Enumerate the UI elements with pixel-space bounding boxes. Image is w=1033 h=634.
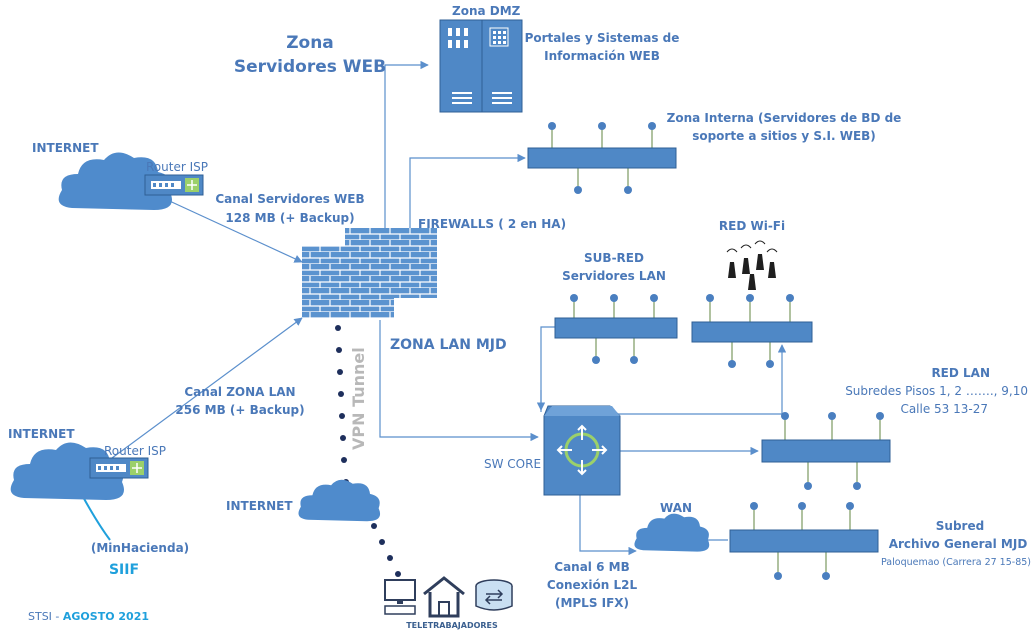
canal-lan-label: 256 MB (+ Backup): [175, 403, 304, 417]
archivo-label: Subred: [936, 519, 984, 533]
canal-6mb-label: Canal 6 MB: [554, 560, 629, 574]
internet-label: INTERNET: [8, 427, 75, 441]
footer-prefix: STSI -: [28, 610, 63, 623]
zona-interna-label: soporte a sitios y S.I. WEB): [692, 129, 876, 143]
server-rack-icon: [439, 19, 523, 113]
router-isp-label: Router ISP: [104, 444, 166, 458]
minhacienda-label: (MinHacienda): [91, 541, 189, 555]
wifi-access-point-icon: [726, 240, 778, 290]
portales-label: Portales y Sistemas de: [525, 31, 680, 45]
canal-lan-label: Canal ZONA LAN: [184, 385, 295, 399]
red-lan-subredes: Subredes Pisos 1, 2 ……., 9,10: [845, 384, 1028, 398]
vpn-tunnel-label: VPN Tunnel: [349, 347, 368, 450]
connection-lines: [74, 60, 787, 556]
zone-dmz-label: Zona DMZ: [452, 4, 521, 18]
wan-label: WAN: [660, 501, 692, 515]
network-switch-icon: [554, 294, 678, 364]
red-lan-address: Calle 53 13-27: [900, 402, 988, 416]
router-isp-label: Router ISP: [146, 160, 208, 174]
firewall-icon: [302, 228, 437, 318]
zone-web-title: Zona: [286, 33, 334, 53]
footer-date: AGOSTO 2021: [63, 610, 149, 623]
archivo-label: Archivo General MJD: [889, 537, 1028, 551]
teletrabajadores-label: TELETRABAJADORES: [406, 621, 498, 630]
network-switch-icon: [761, 412, 891, 490]
zone-web-title: Servidores WEB: [234, 57, 386, 77]
subred-servidores-label: Servidores LAN: [562, 269, 666, 283]
siif-label: SIIF: [109, 562, 139, 578]
router-icon: [144, 174, 204, 196]
red-lan-title: RED LAN: [931, 366, 990, 380]
portales-label: Información WEB: [544, 49, 660, 63]
network-switch-icon: [729, 502, 879, 580]
house-icon: [423, 576, 465, 618]
zona-lan-label: ZONA LAN MJD: [390, 337, 507, 353]
canal-web-label: Canal Servidores WEB: [215, 192, 364, 206]
firewalls-label: FIREWALLS ( 2 en HA): [418, 217, 566, 231]
archivo-address: Paloquemao (Carrera 27 15-85): [881, 557, 1031, 568]
wifi-label: RED Wi-Fi: [719, 219, 785, 233]
canal-web-label: 128 MB (+ Backup): [225, 211, 354, 225]
cloud-icon: [58, 152, 172, 210]
computer-icon: [384, 579, 416, 615]
footer-credit: STSI - AGOSTO 2021: [28, 610, 149, 623]
cloud-icon: [298, 479, 381, 522]
router-icon: [475, 579, 513, 611]
network-switch-icon: [691, 294, 813, 368]
router-icon: [89, 457, 149, 479]
internet-label: INTERNET: [32, 141, 99, 155]
zona-interna-label: Zona Interna (Servidores de BD de: [667, 111, 902, 125]
subred-servidores-label: SUB-RED: [584, 251, 644, 265]
canal-6mb-label: Conexión L2L: [547, 578, 638, 592]
cloud-icon: [10, 442, 125, 500]
network-switch-icon: [543, 405, 621, 496]
canal-6mb-label: (MPLS IFX): [555, 596, 629, 610]
sw-core-label: SW CORE: [484, 457, 541, 471]
internet-label: INTERNET: [226, 499, 293, 513]
vpn-dotted-path: [335, 325, 401, 577]
network-switch-icon: [527, 122, 677, 194]
cloud-icon: [634, 513, 710, 552]
